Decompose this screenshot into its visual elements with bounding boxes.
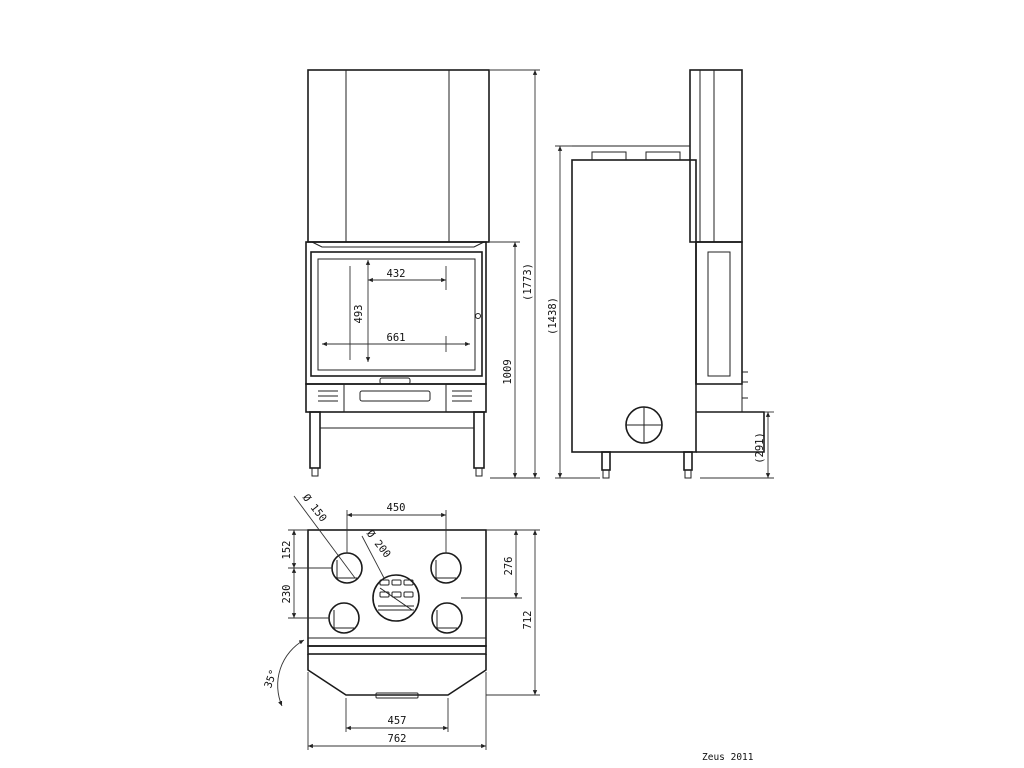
dim-rear-offset: 230 bbox=[281, 585, 293, 604]
dim-base-height: (291) bbox=[754, 432, 766, 464]
air-slider bbox=[379, 377, 411, 385]
door-handle-icon bbox=[475, 313, 481, 319]
dim-centre-diameter: Ø 200 bbox=[364, 528, 393, 560]
dim-back-offset: 276 bbox=[503, 557, 515, 576]
dim-front-width: 457 bbox=[388, 715, 407, 727]
dim-flue-spacing: 450 bbox=[387, 502, 406, 514]
side-door bbox=[695, 241, 743, 385]
front-body bbox=[305, 241, 487, 385]
side-view: (1438) (291) bbox=[547, 69, 774, 479]
top-front-bevel bbox=[307, 654, 487, 696]
top-view: Ø 150 Ø 200 450 152 230 276 712 35° bbox=[262, 492, 540, 750]
drawing-caption: Zeus 2011 bbox=[702, 752, 754, 763]
flue-opening-rear-right bbox=[431, 602, 463, 634]
dim-flue-diameter: Ø 150 bbox=[300, 492, 329, 524]
dim-body-height: 1009 bbox=[502, 359, 514, 384]
front-glass bbox=[317, 258, 476, 371]
dim-inner-height: 493 bbox=[353, 305, 365, 324]
dim-total-width: 762 bbox=[388, 733, 407, 745]
dim-side-height: (1438) bbox=[547, 297, 559, 335]
flue-opening-front-right bbox=[430, 552, 462, 584]
side-hood bbox=[689, 69, 743, 243]
front-hood bbox=[307, 69, 490, 243]
dim-depth: 712 bbox=[522, 611, 534, 630]
side-body bbox=[571, 159, 697, 453]
flue-opening-front-left bbox=[331, 552, 363, 584]
flue-opening-rear-left bbox=[328, 602, 360, 634]
flue-opening-centre bbox=[372, 574, 420, 622]
dim-inner-width-bottom: 661 bbox=[387, 332, 406, 344]
dim-total-height: (1773) bbox=[522, 263, 534, 301]
top-body bbox=[307, 529, 487, 647]
front-leg-left bbox=[309, 411, 321, 469]
front-door-frame bbox=[310, 251, 483, 377]
front-view: 432 493 661 1009 (1773) bbox=[305, 69, 540, 479]
dim-inner-width-top: 432 bbox=[387, 268, 406, 280]
front-leg-right bbox=[473, 411, 485, 469]
dim-front-offset: 152 bbox=[281, 541, 293, 560]
front-control-band bbox=[305, 383, 487, 413]
